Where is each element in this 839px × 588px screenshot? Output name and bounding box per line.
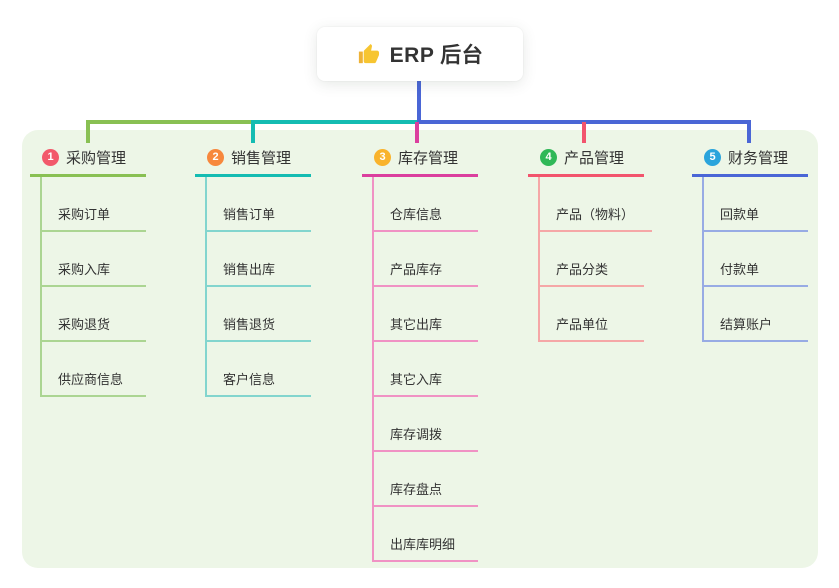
branch-node-purchase[interactable]: 1 采购管理 bbox=[30, 147, 146, 177]
connector-drop-finance bbox=[747, 120, 751, 143]
branch-label: 财务管理 bbox=[728, 150, 789, 167]
connector-drop-purchase bbox=[86, 120, 90, 143]
connector-root-vertical bbox=[417, 81, 421, 122]
children-list-finance: 回款单付款单结算账户 bbox=[702, 177, 808, 342]
child-node[interactable]: 仓库信息 bbox=[374, 205, 478, 232]
connector-horizontal-green bbox=[86, 120, 253, 124]
branch-number-badge: 5 bbox=[704, 149, 721, 166]
branch-label: 销售管理 bbox=[231, 150, 292, 167]
connector-drop-sales bbox=[251, 120, 255, 143]
branch-node-sales[interactable]: 2 销售管理 bbox=[195, 147, 311, 177]
child-node[interactable]: 采购订单 bbox=[42, 205, 146, 232]
root-title: ERP 后台 bbox=[389, 44, 484, 67]
connector-drop-inventory bbox=[415, 122, 419, 143]
child-node[interactable]: 付款单 bbox=[704, 260, 808, 287]
child-node[interactable]: 产品分类 bbox=[540, 260, 644, 287]
child-node[interactable]: 结算账户 bbox=[704, 315, 808, 342]
child-node[interactable]: 销售订单 bbox=[207, 205, 311, 232]
branch-label: 产品管理 bbox=[564, 150, 625, 167]
branch-node-product[interactable]: 4 产品管理 bbox=[528, 147, 644, 177]
child-node[interactable]: 采购退货 bbox=[42, 315, 146, 342]
branch-number-badge: 3 bbox=[374, 149, 391, 166]
children-list-purchase: 采购订单采购入库采购退货供应商信息 bbox=[40, 177, 146, 397]
child-node[interactable]: 销售出库 bbox=[207, 260, 311, 287]
child-node[interactable]: 回款单 bbox=[704, 205, 808, 232]
branch-number-badge: 1 bbox=[42, 149, 59, 166]
child-node[interactable]: 产品（物料） bbox=[540, 205, 653, 232]
child-node[interactable]: 供应商信息 bbox=[42, 370, 146, 397]
child-node[interactable]: 产品单位 bbox=[540, 315, 644, 342]
branch-node-finance[interactable]: 5 财务管理 bbox=[692, 147, 808, 177]
child-node[interactable]: 产品库存 bbox=[374, 260, 478, 287]
branch-label: 库存管理 bbox=[398, 150, 459, 167]
children-list-inventory: 仓库信息产品库存其它出库其它入库库存调拨库存盘点出库库明细 bbox=[372, 177, 478, 562]
children-list-product: 产品（物料） 产品分类产品单位 bbox=[538, 177, 653, 342]
child-node[interactable]: 其它出库 bbox=[374, 315, 478, 342]
child-node[interactable]: 采购入库 bbox=[42, 260, 146, 287]
root-node[interactable]: ERP 后台 bbox=[317, 27, 523, 81]
branch-number-badge: 4 bbox=[540, 149, 557, 166]
child-node[interactable]: 销售退货 bbox=[207, 315, 311, 342]
branch-number-badge: 2 bbox=[207, 149, 224, 166]
child-node[interactable]: 客户信息 bbox=[207, 370, 311, 397]
connector-drop-product bbox=[582, 122, 586, 143]
child-node[interactable]: 库存盘点 bbox=[374, 480, 478, 507]
branch-node-inventory[interactable]: 3 库存管理 bbox=[362, 147, 478, 177]
children-list-sales: 销售订单销售出库销售退货客户信息 bbox=[205, 177, 311, 397]
thumbs-up-icon bbox=[358, 43, 379, 63]
child-node[interactable]: 其它入库 bbox=[374, 370, 478, 397]
branches-panel-background bbox=[22, 130, 818, 568]
child-node[interactable]: 库存调拨 bbox=[374, 425, 478, 452]
connector-horizontal-teal bbox=[251, 120, 419, 124]
child-node[interactable]: 出库库明细 bbox=[374, 535, 478, 562]
branch-label: 采购管理 bbox=[66, 150, 127, 167]
